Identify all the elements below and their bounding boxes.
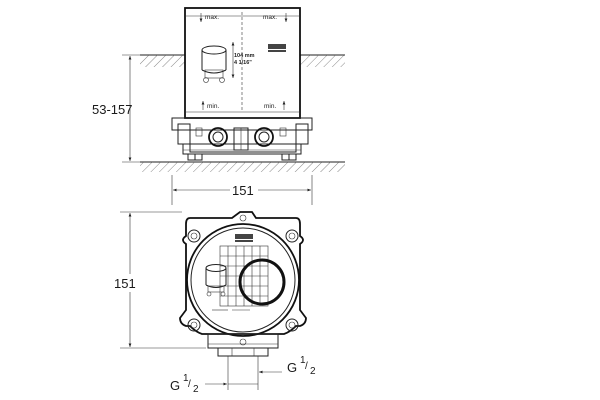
base-assembly xyxy=(171,117,313,161)
svg-text:/: / xyxy=(188,379,191,390)
svg-text:/: / xyxy=(305,361,308,372)
depth-dimension: 53-157 xyxy=(92,54,140,163)
lug-hole-tl xyxy=(187,229,201,243)
connection-label-left: G 1 / 2 xyxy=(170,373,199,395)
front-logo-icon xyxy=(235,234,253,242)
svg-text:2: 2 xyxy=(193,384,199,395)
svg-text:1: 1 xyxy=(300,355,306,366)
side-view: max. max. min. min. 104 mm 4 1/16" xyxy=(92,7,345,172)
lug-hole-br xyxy=(285,318,299,332)
width-dimension: 151 xyxy=(171,175,313,205)
inner-grid xyxy=(219,245,269,307)
mounting-flange xyxy=(179,211,307,335)
svg-text:G: G xyxy=(170,378,180,393)
front-view: 151 G 1 / 2 G 1 / 2 xyxy=(112,211,316,395)
lug-hole-tr xyxy=(285,229,299,243)
cylinder-icon xyxy=(201,45,227,83)
front-cylinder-icon xyxy=(205,264,227,297)
inner-mm-label: 104 mm xyxy=(234,53,255,59)
floor-surface xyxy=(140,161,345,172)
width-value: 151 xyxy=(232,183,254,198)
connection-label-right: G 1 / 2 xyxy=(287,355,316,377)
svg-text:G: G xyxy=(287,360,297,375)
inner-in-label: 4 1/16" xyxy=(234,60,252,66)
depth-value: 53-157 xyxy=(92,102,132,117)
min-label-right: min. xyxy=(264,103,276,110)
svg-text:1: 1 xyxy=(183,373,189,384)
height-value: 151 xyxy=(114,276,136,291)
max-label-left: max. xyxy=(205,14,219,21)
min-label-left: min. xyxy=(207,103,219,110)
logo-icon xyxy=(268,44,286,52)
outlet-neck xyxy=(207,333,279,357)
height-dimension: 151 xyxy=(112,211,206,349)
wall-surface xyxy=(140,54,345,67)
lug-hole-bl xyxy=(187,318,201,332)
max-label-right: max. xyxy=(263,14,277,21)
connection-dimensions xyxy=(205,356,282,390)
svg-text:2: 2 xyxy=(310,366,316,377)
round-housing xyxy=(186,223,300,337)
